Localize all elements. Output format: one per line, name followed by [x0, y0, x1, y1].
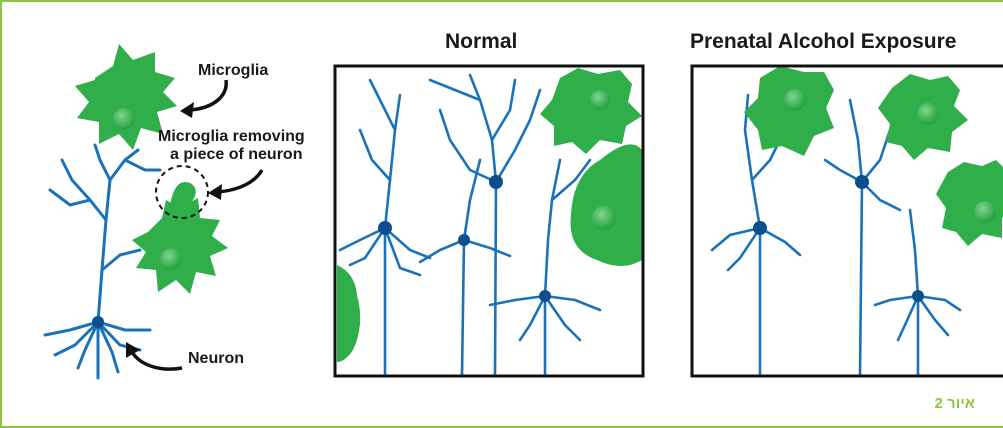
- neuron-soma-icon: [539, 290, 551, 302]
- arrow-to-microglia-icon: [190, 80, 226, 110]
- neuron-soma-icon: [855, 175, 869, 189]
- legend-microglia-removing-icon: [132, 182, 228, 294]
- arrow-head-icon: [208, 184, 222, 200]
- legend-removing-label-line1: Microglia removing: [158, 128, 305, 146]
- arrow-head-icon: [180, 102, 194, 118]
- neuron-soma-icon: [753, 221, 767, 235]
- arrow-to-neuron-icon: [132, 352, 182, 369]
- figure-caption: איור 2: [935, 395, 975, 412]
- legend-microglia-label: Microglia: [198, 62, 268, 80]
- legend-neuron-soma-icon: [92, 316, 104, 328]
- legend-neuron-label: Neuron: [188, 350, 244, 368]
- neuron-soma-icon: [378, 221, 392, 235]
- arrow-to-removing-icon: [218, 170, 262, 192]
- neuron-soma-icon: [489, 175, 503, 189]
- neuron-soma-icon: [458, 234, 470, 246]
- legend-removing-label-line2: a piece of neuron: [170, 146, 302, 164]
- neuron-soma-icon: [912, 290, 924, 302]
- pae-panel-title: Prenatal Alcohol Exposure: [690, 30, 956, 54]
- normal-panel-title: Normal: [445, 30, 517, 54]
